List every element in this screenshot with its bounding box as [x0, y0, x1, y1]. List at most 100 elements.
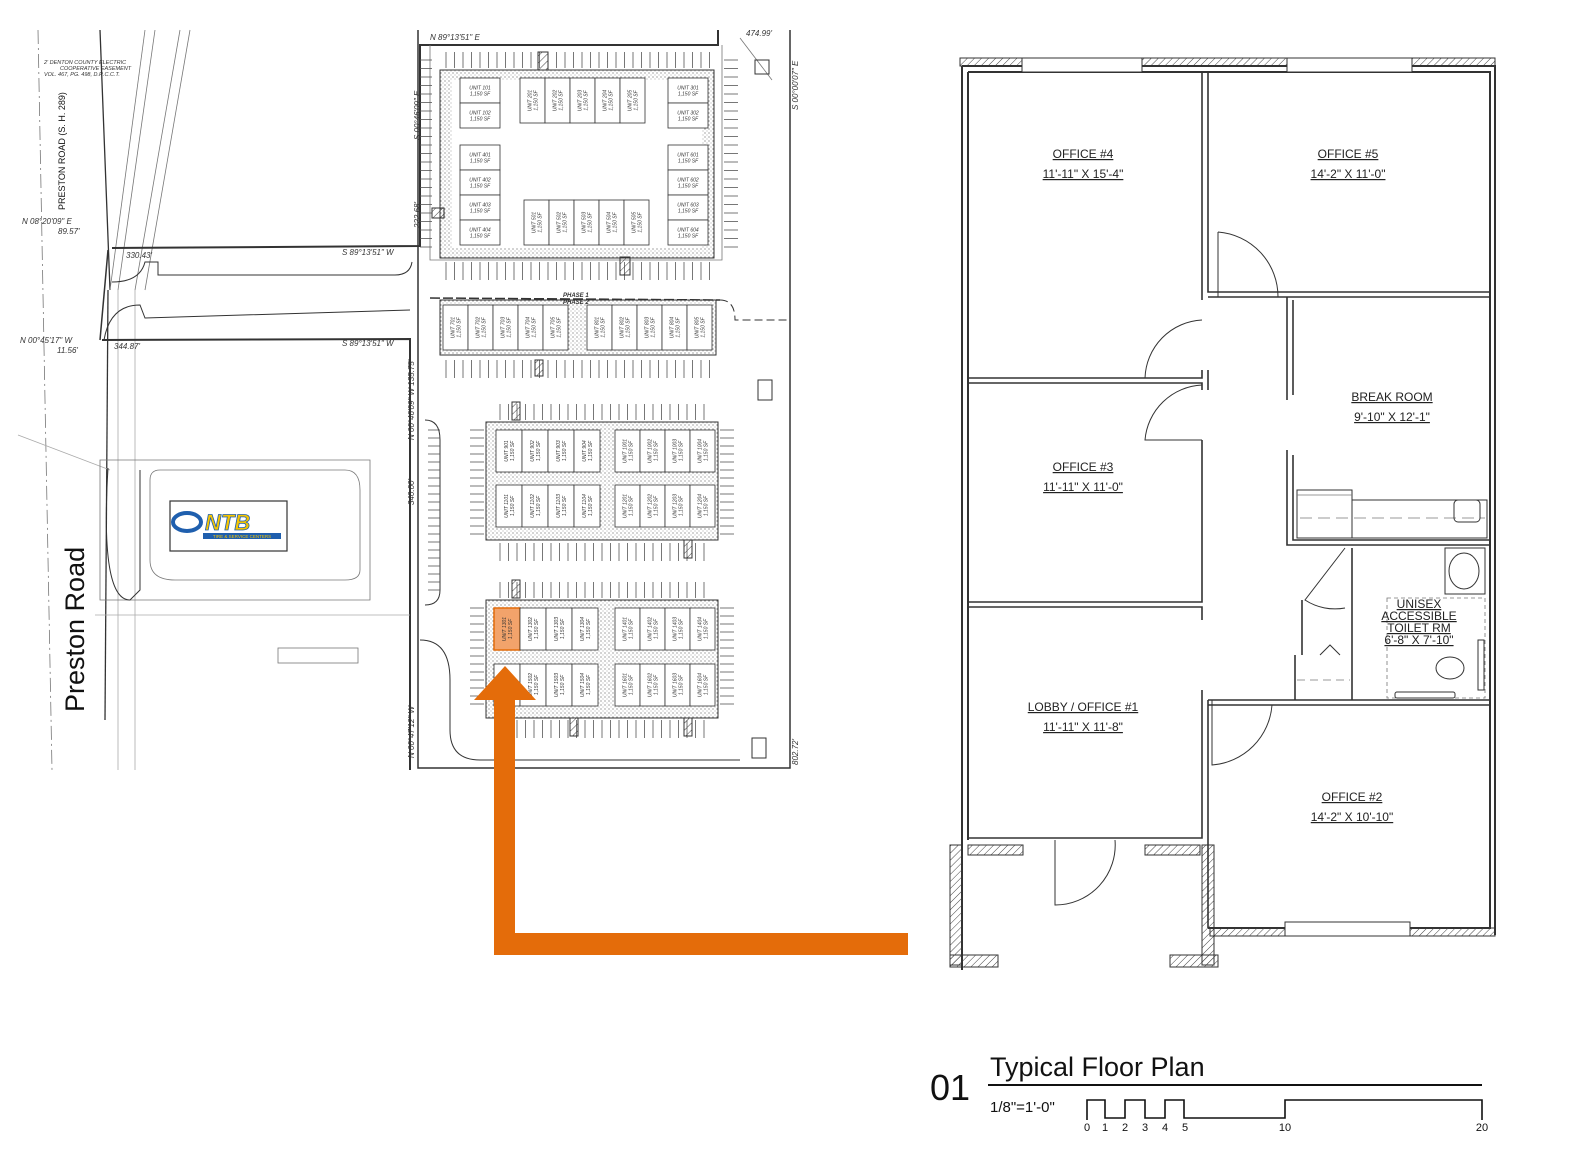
unit-203[interactable]: UNIT 2031,150 SF — [569, 77, 596, 124]
bearing-label: N 08°20'09" E — [22, 217, 72, 226]
unit-801[interactable]: UNIT 8011,150 SF — [586, 304, 613, 351]
unit-1104[interactable]: UNIT 11041,150 SF — [573, 484, 601, 528]
unit-902[interactable]: UNIT 9021,150 SF — [521, 429, 549, 473]
unit-area: 1,150 SF — [510, 495, 516, 516]
unit-number: UNIT 1504 — [580, 673, 586, 697]
unit-1503[interactable]: UNIT 15031,150 SF — [545, 663, 573, 707]
unit-number: UNIT 902 — [530, 440, 536, 462]
unit-1203[interactable]: UNIT 12031,150 SF — [664, 484, 691, 528]
unit-1402[interactable]: UNIT 14021,150 SF — [639, 607, 666, 651]
unit-number: UNIT 1603 — [673, 673, 679, 697]
unit-1603[interactable]: UNIT 16031,150 SF — [664, 663, 691, 707]
unit-1404[interactable]: UNIT 14041,150 SF — [689, 607, 716, 651]
unit-1403[interactable]: UNIT 14031,150 SF — [664, 607, 691, 651]
unit-area: 1,150 SF — [629, 674, 635, 695]
unit-1504[interactable]: UNIT 15041,150 SF — [571, 663, 599, 707]
unit-1304[interactable]: UNIT 13041,150 SF — [571, 607, 599, 651]
bearing-label: 340.00' — [407, 479, 416, 505]
unit-1002[interactable]: UNIT 10021,150 SF — [639, 429, 666, 473]
unit-number: UNIT 502 — [557, 212, 563, 234]
drawing-number: 01 — [930, 1067, 970, 1108]
unit-1201[interactable]: UNIT 12011,150 SF — [614, 484, 641, 528]
scale-tick-label: 20 — [1476, 1122, 1488, 1134]
unit-label: UNIT 8021,150 SF — [620, 316, 632, 338]
unit-804[interactable]: UNIT 8041,150 SF — [661, 304, 688, 351]
unit-label: UNIT 2031,150 SF — [578, 89, 590, 111]
unit-area: 1,150 SF — [562, 440, 568, 461]
unit-701[interactable]: UNIT 7011,150 SF — [442, 304, 469, 351]
unit-501[interactable]: UNIT 5011,150 SF — [523, 199, 550, 246]
unit-1001[interactable]: UNIT 10011,150 SF — [614, 429, 641, 473]
scale-tick-label: 0 — [1084, 1122, 1090, 1134]
unit-503[interactable]: UNIT 5031,150 SF — [573, 199, 600, 246]
bearing-label: N 89°13'51" E — [430, 33, 480, 42]
unit-1004[interactable]: UNIT 10041,150 SF — [689, 429, 716, 473]
unit-505[interactable]: UNIT 5051,150 SF — [623, 199, 650, 246]
unit-area: 1,150 SF — [679, 618, 685, 639]
unit-1601[interactable]: UNIT 16011,150 SF — [614, 663, 641, 707]
unit-201[interactable]: UNIT 2011,150 SF — [519, 77, 546, 124]
unit-702[interactable]: UNIT 7021,150 SF — [467, 304, 494, 351]
unit-1301[interactable]: UNIT 13011,150 SF — [493, 607, 521, 651]
unit-number: UNIT 1004 — [698, 439, 704, 463]
unit-803[interactable]: UNIT 8031,150 SF — [636, 304, 663, 351]
unit-number: UNIT 504 — [607, 212, 613, 234]
unit-number: UNIT 1602 — [648, 673, 654, 697]
unit-1102[interactable]: UNIT 11021,150 SF — [521, 484, 549, 528]
unit-number: UNIT 1001 — [623, 439, 629, 463]
unit-1401[interactable]: UNIT 14011,150 SF — [614, 607, 641, 651]
unit-903[interactable]: UNIT 9031,150 SF — [547, 429, 575, 473]
unit-704[interactable]: UNIT 7041,150 SF — [517, 304, 544, 351]
unit-number: UNIT 1204 — [698, 494, 704, 518]
unit-1604[interactable]: UNIT 16041,150 SF — [689, 663, 716, 707]
lavatory-icon — [1444, 547, 1486, 595]
unit-label: UNIT 2051,150 SF — [628, 89, 640, 111]
unit-1003[interactable]: UNIT 10031,150 SF — [664, 429, 691, 473]
unit-area: 1,150 SF — [704, 674, 710, 695]
unit-504[interactable]: UNIT 5041,150 SF — [598, 199, 625, 246]
unit-1204[interactable]: UNIT 12041,150 SF — [689, 484, 716, 528]
unit-1302[interactable]: UNIT 13021,150 SF — [519, 607, 547, 651]
unit-703[interactable]: UNIT 7031,150 SF — [492, 304, 519, 351]
unit-805[interactable]: UNIT 8051,150 SF — [686, 304, 713, 351]
unit-label: UNIT 14031,150 SF — [673, 617, 685, 641]
unit-802[interactable]: UNIT 8021,150 SF — [611, 304, 638, 351]
unit-label: UNIT 9011,150 SF — [504, 440, 516, 462]
unit-number: UNIT 1101 — [504, 494, 510, 518]
unit-705[interactable]: UNIT 7051,150 SF — [542, 304, 569, 351]
unit-904[interactable]: UNIT 9041,150 SF — [573, 429, 601, 473]
unit-label: UNIT 5021,150 SF — [557, 211, 569, 233]
unit-204[interactable]: UNIT 2041,150 SF — [594, 77, 621, 124]
unit-1303[interactable]: UNIT 13031,150 SF — [545, 607, 573, 651]
unit-502[interactable]: UNIT 5021,150 SF — [548, 199, 575, 246]
unit-1103[interactable]: UNIT 11031,150 SF — [547, 484, 575, 528]
unit-1602[interactable]: UNIT 16021,150 SF — [639, 663, 666, 707]
room-dimensions: 11'-11" X 15'-4" — [1043, 167, 1124, 181]
unit-205[interactable]: UNIT 2051,150 SF — [619, 77, 646, 124]
unit-label: UNIT 13031,150 SF — [554, 617, 566, 641]
unit-number: UNIT 301 — [677, 86, 699, 92]
unit-label: UNIT 8031,150 SF — [645, 316, 657, 338]
unit-901[interactable]: UNIT 9011,150 SF — [495, 429, 523, 473]
unit-label: UNIT 10021,150 SF — [648, 439, 660, 463]
scale-tick-label: 4 — [1162, 1122, 1168, 1134]
unit-number: UNIT 202 — [553, 90, 559, 112]
unit-1202[interactable]: UNIT 12021,150 SF — [639, 484, 666, 528]
unit-202[interactable]: UNIT 2021,150 SF — [544, 77, 571, 124]
unit-1101[interactable]: UNIT 11011,150 SF — [495, 484, 523, 528]
bearing-label: S 89°13'51" W — [342, 248, 395, 257]
